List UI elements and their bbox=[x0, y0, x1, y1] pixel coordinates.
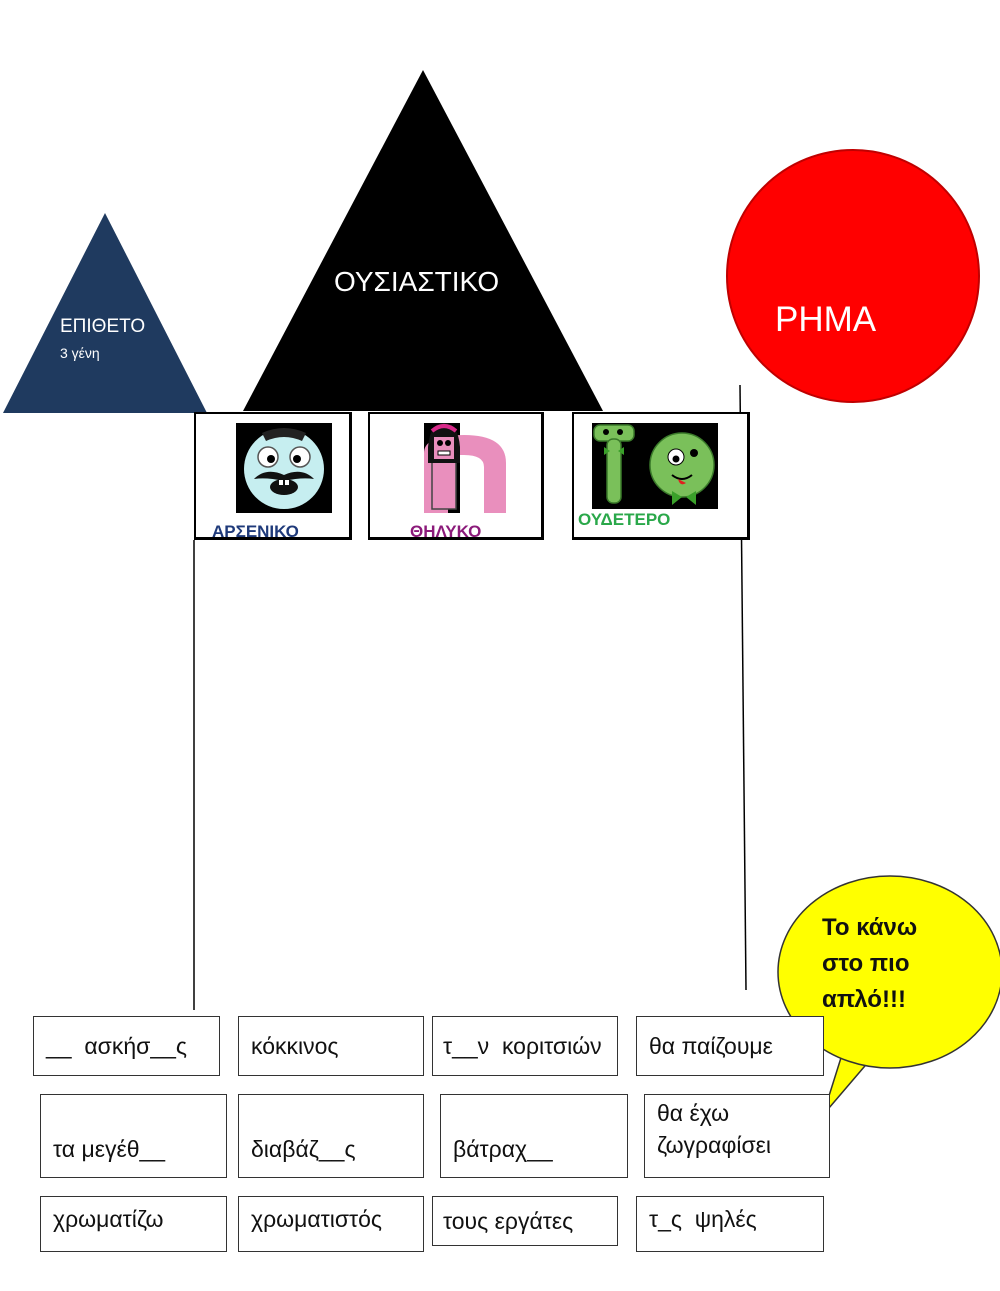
word-card-text: διαβάζ__ς bbox=[251, 1136, 356, 1162]
word-card[interactable]: τ__ν κοριτσιών bbox=[432, 1016, 618, 1076]
word-card[interactable]: διαβάζ__ς bbox=[238, 1094, 424, 1178]
word-card[interactable]: τα μεγέθ__ bbox=[40, 1094, 227, 1178]
adjective-subtitle: 3 γένη bbox=[60, 345, 100, 361]
gender-label-neuter: ΟΥΔΕΤΕΡΟ bbox=[578, 510, 671, 529]
word-card[interactable]: χρωματιστός bbox=[238, 1196, 424, 1252]
speech-bubble-text: Το κάνω στο πιο απλό!!! bbox=[822, 910, 917, 1018]
adjective-title: ΕΠΙΘΕΤΟ bbox=[60, 316, 146, 337]
word-card[interactable]: __ ασκήσ__ς bbox=[33, 1016, 220, 1076]
neuter-to-icon bbox=[592, 423, 718, 509]
speech-bubble-line-3: απλό!!! bbox=[822, 986, 906, 1013]
word-card[interactable]: θα παίζουμε bbox=[636, 1016, 824, 1076]
gender-box-feminine[interactable]: ΘΗΛΥΚΟ bbox=[368, 412, 544, 541]
word-card-text: χρωματιστός bbox=[251, 1206, 383, 1232]
word-card-text: τους εργάτες bbox=[443, 1208, 574, 1234]
word-card-text: χρωματίζω bbox=[53, 1206, 164, 1232]
word-card[interactable]: τ_ς ψηλές bbox=[636, 1196, 824, 1252]
speech-bubble-line-1: Το κάνω bbox=[822, 914, 918, 941]
verb-circle[interactable] bbox=[726, 149, 980, 403]
verb-title: ΡΗΜΑ bbox=[775, 300, 877, 339]
word-card[interactable]: χρωματίζω bbox=[40, 1196, 227, 1252]
word-card-text: θα έχω ζωγραφίσει bbox=[657, 1100, 772, 1158]
word-card[interactable]: θα έχω ζωγραφίσει bbox=[644, 1094, 830, 1178]
word-card-text: __ ασκήσ__ς bbox=[46, 1033, 188, 1059]
masculine-face-icon bbox=[236, 423, 332, 513]
noun-title: ΟΥΣΙΑΣΤΙΚΟ bbox=[334, 266, 500, 297]
adjective-triangle[interactable] bbox=[3, 213, 207, 413]
speech-bubble bbox=[777, 875, 1000, 1116]
word-card[interactable]: βάτραχ__ bbox=[440, 1094, 628, 1178]
word-card-text: τα μεγέθ__ bbox=[53, 1136, 166, 1162]
word-card-text: τ_ς ψηλές bbox=[649, 1206, 757, 1232]
gender-box-neuter[interactable]: ΟΥΔΕΤΕΡΟ bbox=[572, 412, 750, 540]
noun-triangle[interactable] bbox=[243, 70, 603, 411]
gender-box-masculine[interactable]: ΑΡΣΕΝΙΚΟ bbox=[194, 412, 352, 541]
speech-bubble-line-2: στο πιο bbox=[822, 950, 910, 977]
word-card-text: τ__ν κοριτσιών bbox=[443, 1033, 602, 1059]
word-card-text: βάτραχ__ bbox=[453, 1136, 553, 1162]
word-card[interactable]: τους εργάτες bbox=[432, 1196, 618, 1246]
word-card-text: κόκκινος bbox=[251, 1033, 339, 1059]
word-card[interactable]: κόκκινος bbox=[238, 1016, 424, 1076]
word-card-text: θα παίζουμε bbox=[649, 1033, 773, 1059]
verb-circle-clip-mask bbox=[997, 0, 1000, 600]
gender-label-feminine: ΘΗΛΥΚΟ bbox=[410, 522, 482, 541]
gender-label-masculine: ΑΡΣΕΝΙΚΟ bbox=[212, 522, 299, 541]
feminine-eta-icon bbox=[424, 423, 516, 513]
